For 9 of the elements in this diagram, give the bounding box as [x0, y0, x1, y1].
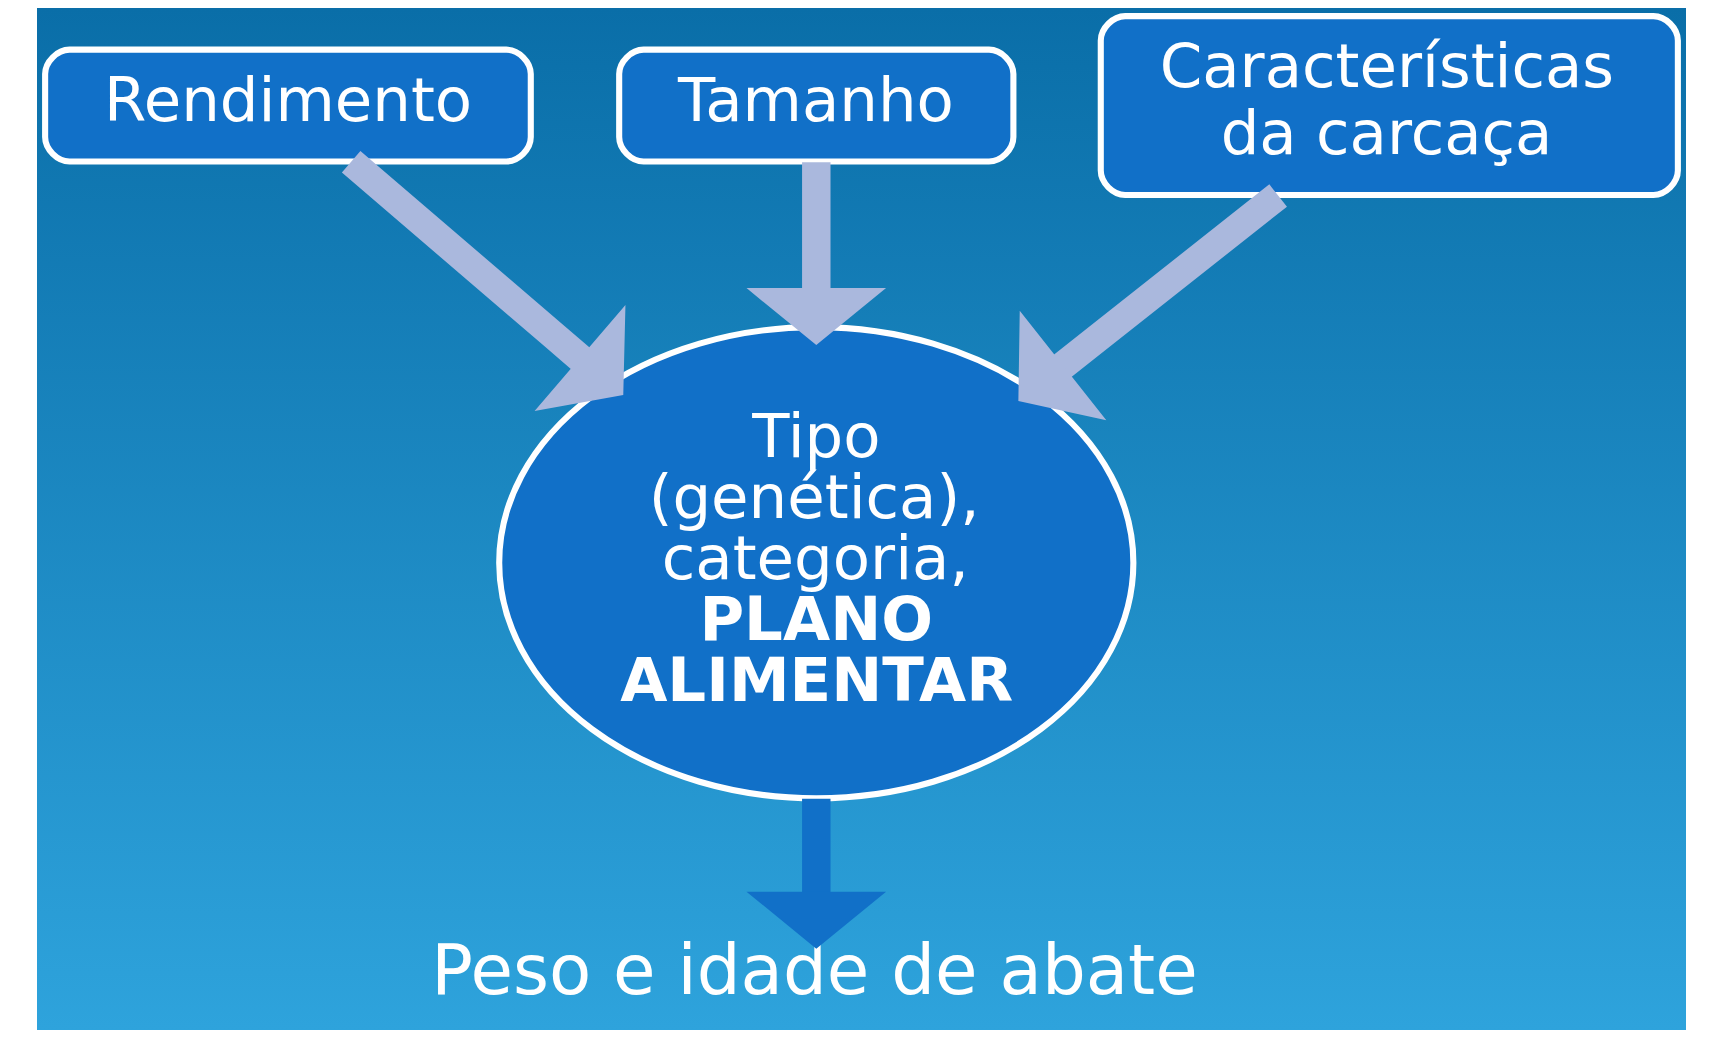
arrow — [341, 150, 626, 412]
node-box: Rendimento — [42, 46, 534, 165]
node-box: Características da carcaça — [1097, 13, 1681, 198]
arrow — [1018, 184, 1287, 421]
node-text: Peso e idade de abate — [431, 929, 1198, 1010]
arrow — [746, 162, 887, 346]
node-box: Tamanho — [616, 46, 1017, 165]
arrow — [746, 798, 887, 949]
node-ellipse: Tipo (genética), categoria, PLANO ALIMENTAR — [496, 324, 1137, 802]
